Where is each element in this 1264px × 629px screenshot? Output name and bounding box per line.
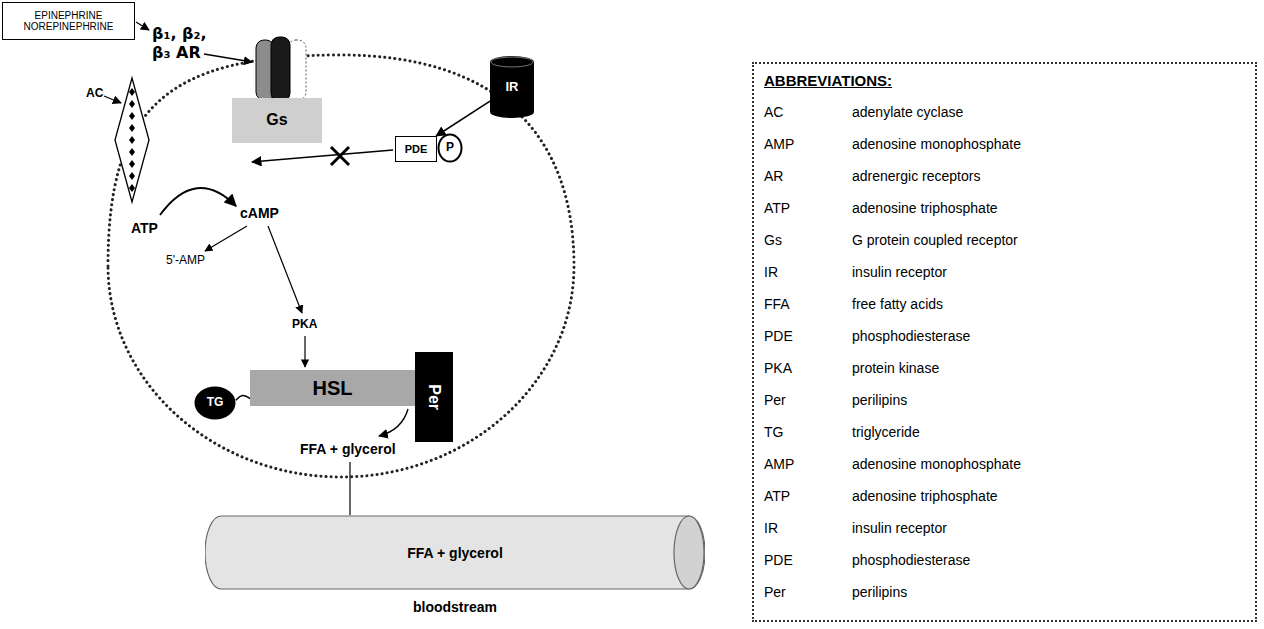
adenylate-cyclase-symbol xyxy=(115,78,149,202)
adenylate-cyclase-pattern xyxy=(129,88,135,192)
product-arrow xyxy=(379,409,408,436)
block-cross xyxy=(331,147,349,165)
shape-label: EPINEPHRINE xyxy=(35,10,103,22)
receptor-helix xyxy=(288,40,306,100)
definition-cell: insulin receptor xyxy=(852,264,1245,280)
receptor-helix xyxy=(271,37,290,101)
receptor-label: β₁, β₂, β₃ AR xyxy=(152,24,216,62)
enzyme-leader xyxy=(104,96,121,103)
shape-label: PDE xyxy=(405,143,428,156)
cell-membrane xyxy=(108,55,574,477)
definition-cell: phosphodiesterase xyxy=(852,328,1245,344)
abbreviation-cell: ATP xyxy=(764,488,852,504)
triglyceride-oval: TG xyxy=(194,386,236,420)
definition-cell: insulin receptor xyxy=(852,520,1245,536)
definition-cell: perilipins xyxy=(852,584,1245,600)
shape-label: P xyxy=(446,141,454,155)
abbreviation-cell: PDE xyxy=(764,328,852,344)
definition-cell: adrenergic receptors xyxy=(852,168,1245,184)
abbreviation-cell: PDE xyxy=(764,552,852,568)
definition-cell: adenosine monophosphate xyxy=(852,456,1245,472)
cylinder-top xyxy=(491,57,533,67)
hormone-box: EPINEPHRINENOREPINEPHRINE xyxy=(2,2,135,40)
product-label: FFA + glycerol xyxy=(300,441,396,458)
activation-arrow xyxy=(304,336,305,367)
molecule-label: cAMP xyxy=(240,205,279,222)
connector-arrow xyxy=(236,395,250,400)
definition-cell: adenosine monophosphate xyxy=(852,136,1245,152)
vessel-body xyxy=(205,516,705,589)
phosphodiesterase-box: PDE xyxy=(395,136,437,162)
definition-cell: protein kinase xyxy=(852,360,1245,376)
perilipin-box: Per xyxy=(415,352,453,442)
lipase-box: HSL xyxy=(250,370,415,406)
shape-label: TG xyxy=(207,396,224,410)
activation-arrow xyxy=(268,226,302,313)
shape-label: Gs xyxy=(266,111,287,129)
abbreviation-cell: Per xyxy=(764,392,852,408)
inhibition-arrow xyxy=(252,150,393,162)
definition-cell: free fatty acids xyxy=(852,296,1245,312)
conversion-arrow xyxy=(160,188,236,215)
table-heading: ABBREVIATIONS: xyxy=(764,72,1245,89)
abbreviation-table: ABBREVIATIONS:ACadenylate cyclaseAMPaden… xyxy=(752,62,1257,622)
abbreviation-cell: AR xyxy=(764,168,852,184)
abbreviation-cell: Per xyxy=(764,584,852,600)
vessel-content: FFA + glycerol xyxy=(205,515,705,590)
hormone-arrow xyxy=(136,22,149,30)
oval-outline xyxy=(439,135,462,162)
abbreviation-cell: AMP xyxy=(764,456,852,472)
bloodstream-vessel: FFA + glycerol bloodstream xyxy=(205,515,705,625)
oval-outline xyxy=(196,388,235,419)
abbreviation-cell: TG xyxy=(764,424,852,440)
receptor-leader xyxy=(204,54,252,62)
abbreviation-cell: AC xyxy=(764,104,852,120)
insulin-receptor-cylinder: IR xyxy=(490,56,534,118)
rotated-label: Per xyxy=(425,384,443,410)
shape-label: NOREPINEPHRINE xyxy=(23,21,113,33)
breakdown-arrow xyxy=(205,226,247,251)
molecule-label: ATP xyxy=(131,220,158,237)
abbreviation-cell: FFA xyxy=(764,296,852,312)
cylinder-body xyxy=(490,56,534,118)
vessel-end xyxy=(674,516,704,589)
connector-arrow xyxy=(436,101,490,136)
abbreviation-cell: Gs xyxy=(764,232,852,248)
release-line xyxy=(349,462,350,515)
definition-cell: G protein coupled receptor xyxy=(852,232,1245,248)
shape-label: IR xyxy=(506,80,519,95)
enzyme-label: AC xyxy=(86,86,103,100)
enzyme-label: PKA xyxy=(292,317,317,331)
abbreviation-cell: AMP xyxy=(764,136,852,152)
definition-cell: adenosine triphosphate xyxy=(852,200,1245,216)
definition-cell: adenosine triphosphate xyxy=(852,488,1245,504)
definition-cell: phosphodiesterase xyxy=(852,552,1245,568)
abbreviation-cell: IR xyxy=(764,520,852,536)
phosphate-circle: P xyxy=(437,133,463,163)
definition-cell: adenylate cyclase xyxy=(852,104,1245,120)
shape-label: HSL xyxy=(313,377,353,400)
molecule-label: 5'-AMP xyxy=(166,253,205,267)
vessel-title: bloodstream xyxy=(205,599,705,615)
definition-cell: triglyceride xyxy=(852,424,1245,440)
g-protein-box: Gs xyxy=(232,98,322,143)
definition-cell: perilipins xyxy=(852,392,1245,408)
abbreviation-cell: ATP xyxy=(764,200,852,216)
abbreviation-cell: PKA xyxy=(764,360,852,376)
abbreviation-cell: IR xyxy=(764,264,852,280)
